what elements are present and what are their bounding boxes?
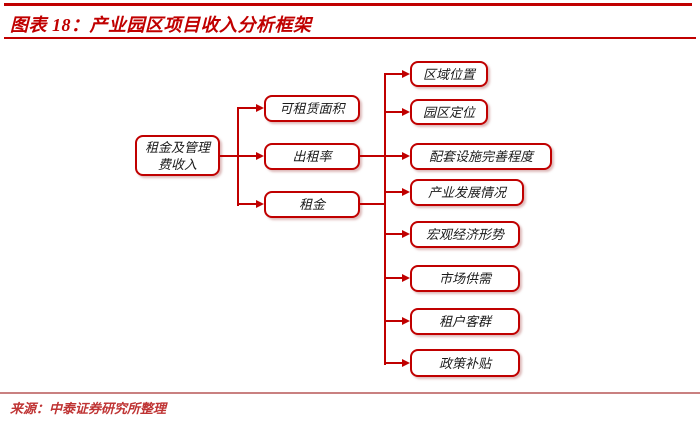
node-label: 宏观经济形势 bbox=[425, 227, 504, 242]
node-occupancy-rate: 出租率 bbox=[264, 143, 360, 170]
connector-line bbox=[237, 107, 256, 109]
node-regional-location: 区域位置 bbox=[410, 61, 488, 87]
node-macro-economy: 宏观经济形势 bbox=[410, 221, 520, 248]
title-underline-rule bbox=[4, 37, 696, 39]
node-label-line1: 租金及管理 bbox=[144, 139, 210, 155]
node-tenant-groups: 租户客群 bbox=[410, 308, 520, 335]
arrow-right-icon bbox=[402, 70, 410, 78]
connector-line bbox=[384, 73, 402, 75]
node-label: 租金 bbox=[298, 197, 325, 212]
node-supporting-facilities: 配套设施完善程度 bbox=[410, 143, 552, 170]
node-industry-development: 产业发展情况 bbox=[410, 179, 524, 206]
connector-line bbox=[384, 277, 402, 279]
node-rent: 租金 bbox=[264, 191, 360, 218]
node-label: 出租率 bbox=[292, 149, 332, 164]
arrow-right-icon bbox=[402, 188, 410, 196]
arrow-right-icon bbox=[256, 104, 264, 112]
arrow-right-icon bbox=[256, 152, 264, 160]
node-label: 市场供需 bbox=[438, 271, 491, 286]
arrow-right-icon bbox=[402, 359, 410, 367]
figure-title: 图表 18：产业园区项目收入分析框架 bbox=[10, 15, 312, 35]
node-policy-subsidies: 政策补贴 bbox=[410, 349, 520, 377]
connector-line bbox=[384, 191, 402, 193]
connector-line bbox=[384, 362, 402, 364]
node-label: 可租赁面积 bbox=[279, 101, 345, 116]
node-leasable-area: 可租赁面积 bbox=[264, 95, 360, 122]
node-label-line2: 费收入 bbox=[157, 156, 197, 172]
arrow-right-icon bbox=[256, 200, 264, 208]
node-park-positioning: 园区定位 bbox=[410, 99, 488, 125]
node-rent-and-management-fee-income: 租金及管理 费收入 bbox=[135, 135, 220, 176]
connector-line bbox=[384, 155, 402, 157]
arrow-right-icon bbox=[402, 108, 410, 116]
node-label: 配套设施完善程度 bbox=[428, 149, 533, 164]
node-label: 政策补贴 bbox=[438, 355, 491, 371]
arrow-right-icon bbox=[402, 230, 410, 238]
source-note: 来源：中泰证券研究所整理 bbox=[10, 401, 167, 416]
connector-line bbox=[384, 320, 402, 322]
node-label: 产业发展情况 bbox=[427, 185, 506, 200]
node-label: 租户客群 bbox=[438, 314, 491, 329]
connector-line bbox=[384, 111, 402, 113]
connector-trunk-left bbox=[237, 107, 239, 206]
arrow-right-icon bbox=[402, 317, 410, 325]
node-label: 园区定位 bbox=[422, 104, 475, 120]
connector-line bbox=[237, 203, 256, 205]
node-label: 租金及管理 费收入 bbox=[145, 139, 210, 173]
node-label: 区域位置 bbox=[422, 66, 475, 82]
arrow-right-icon bbox=[402, 274, 410, 282]
node-market-supply-demand: 市场供需 bbox=[410, 265, 520, 292]
connector-line bbox=[360, 155, 386, 157]
connector-trunk-right bbox=[384, 73, 386, 365]
connector-line bbox=[384, 233, 402, 235]
connector-line bbox=[360, 203, 386, 205]
title-top-rule bbox=[4, 3, 692, 6]
arrow-right-icon bbox=[402, 152, 410, 160]
footer-rule bbox=[0, 392, 700, 394]
